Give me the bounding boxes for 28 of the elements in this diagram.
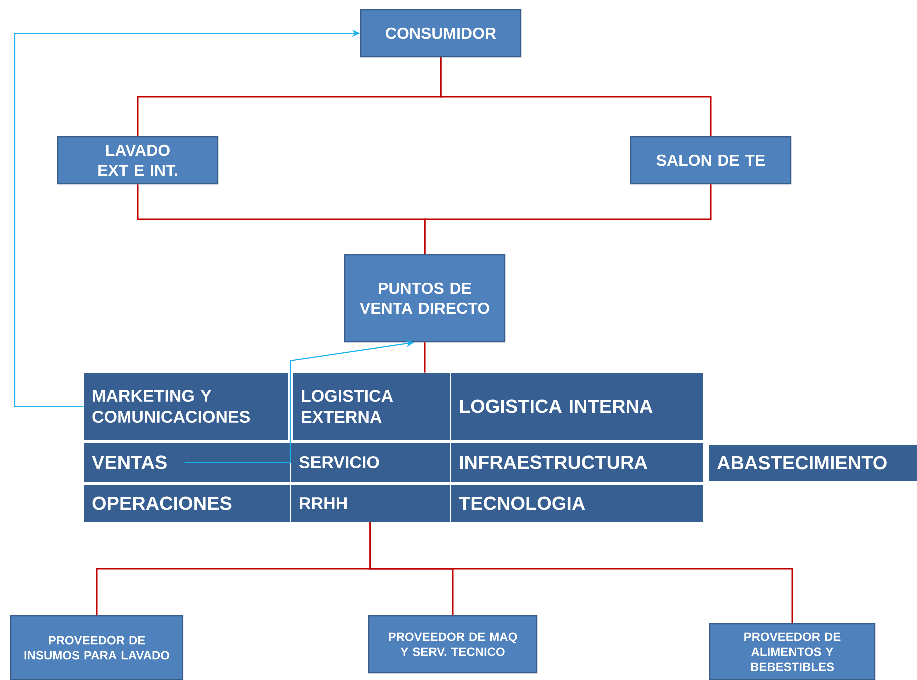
connector (424, 342, 426, 373)
connector (424, 184, 712, 254)
supplier-box: PROVEEDOR DE ALIMENTOS Y BEBESTIBLES (709, 623, 876, 680)
table-cell: SERVICIO (291, 443, 450, 482)
table-cell: OPERACIONES (84, 485, 290, 522)
supplier-box: PROVEEDOR DE MAQ Y SERV. TECNICO (368, 615, 538, 674)
process-box: CONSUMIDOR (360, 9, 522, 58)
table-cell: INFRAESTRUCTURA (451, 443, 703, 482)
node-label: OPERACIONES (92, 496, 232, 510)
table-cell: TECNOLOGIA (451, 485, 703, 522)
supplier-box: PROVEEDOR DE INSUMOS PARA LAVADO (10, 615, 184, 680)
connector (440, 58, 712, 136)
node-label: LOGISTICA INTERNA (460, 400, 653, 414)
node-label: SERVICIO (299, 456, 380, 469)
table-cell: ABASTECIMIENTO (709, 445, 917, 481)
table-cell: LOGISTICA EXTERNA (293, 373, 450, 440)
table-cell: VENTAS (84, 443, 290, 482)
process-box: LAVADO EXT E INT. (57, 136, 219, 185)
node-label: LOGISTICA EXTERNA (302, 390, 394, 423)
connector (370, 522, 794, 624)
node-label: TECNOLOGIA (459, 496, 586, 510)
node-label: RRHH (300, 498, 347, 510)
table-cell: MARKETING Y COMUNICACIONES (84, 373, 288, 440)
process-box: PUNTOS DE VENTA DIRECTO (344, 254, 506, 343)
table-cell: LOGISTICA INTERNA (451, 373, 703, 440)
table-cell: RRHH (291, 485, 450, 522)
process-box: SALON DE TE (630, 136, 792, 185)
node-label: INFRAESTRUCTURA (460, 456, 648, 470)
